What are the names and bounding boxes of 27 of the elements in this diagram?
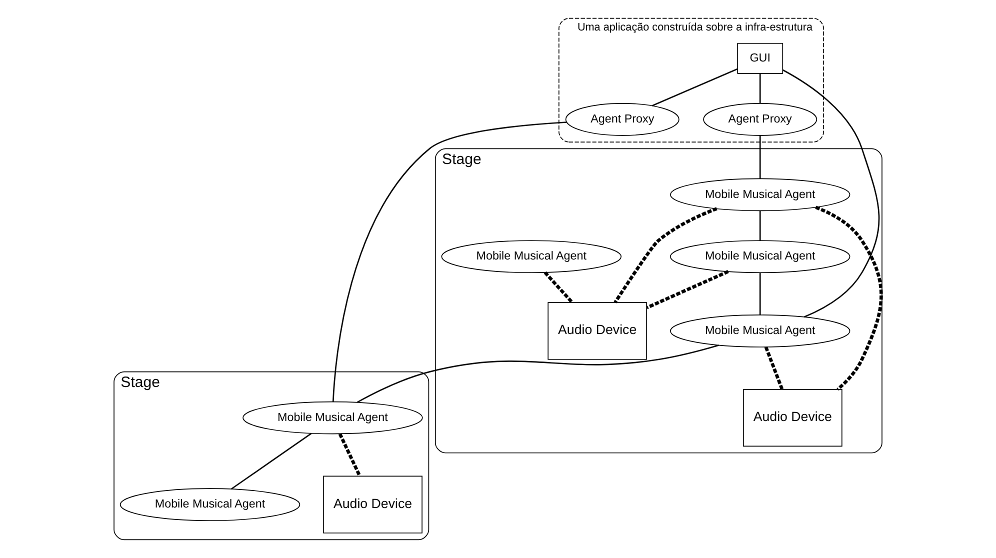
connector — [759, 210, 761, 241]
connector — [759, 136, 761, 179]
connector — [356, 344, 719, 403]
connector — [338, 433, 362, 477]
node-ellipse: Mobile Musical Agent — [670, 240, 850, 274]
node-box: Audio Device — [548, 302, 647, 360]
connector — [759, 272, 761, 315]
connector — [815, 206, 883, 391]
connector — [544, 271, 574, 304]
node-box: GUI — [737, 42, 784, 74]
node-ellipse: Mobile Musical Agent — [670, 178, 850, 212]
connector — [230, 432, 312, 490]
node-ellipse: Mobile Musical Agent — [120, 488, 300, 522]
node-box: Audio Device — [323, 476, 422, 534]
node-ellipse: Mobile Musical Agent — [670, 314, 850, 348]
connector — [759, 74, 761, 104]
connector — [332, 122, 566, 402]
connector — [614, 207, 718, 304]
connector — [764, 346, 784, 390]
connector — [782, 69, 880, 318]
node-ellipse: Mobile Musical Agent — [441, 240, 622, 274]
node-ellipse: Agent Proxy — [703, 102, 818, 136]
node-ellipse: Agent Proxy — [565, 102, 680, 136]
connector — [646, 270, 729, 310]
connector — [652, 68, 738, 106]
node-box: Audio Device — [743, 389, 842, 447]
node-ellipse: Mobile Musical Agent — [242, 401, 423, 434]
